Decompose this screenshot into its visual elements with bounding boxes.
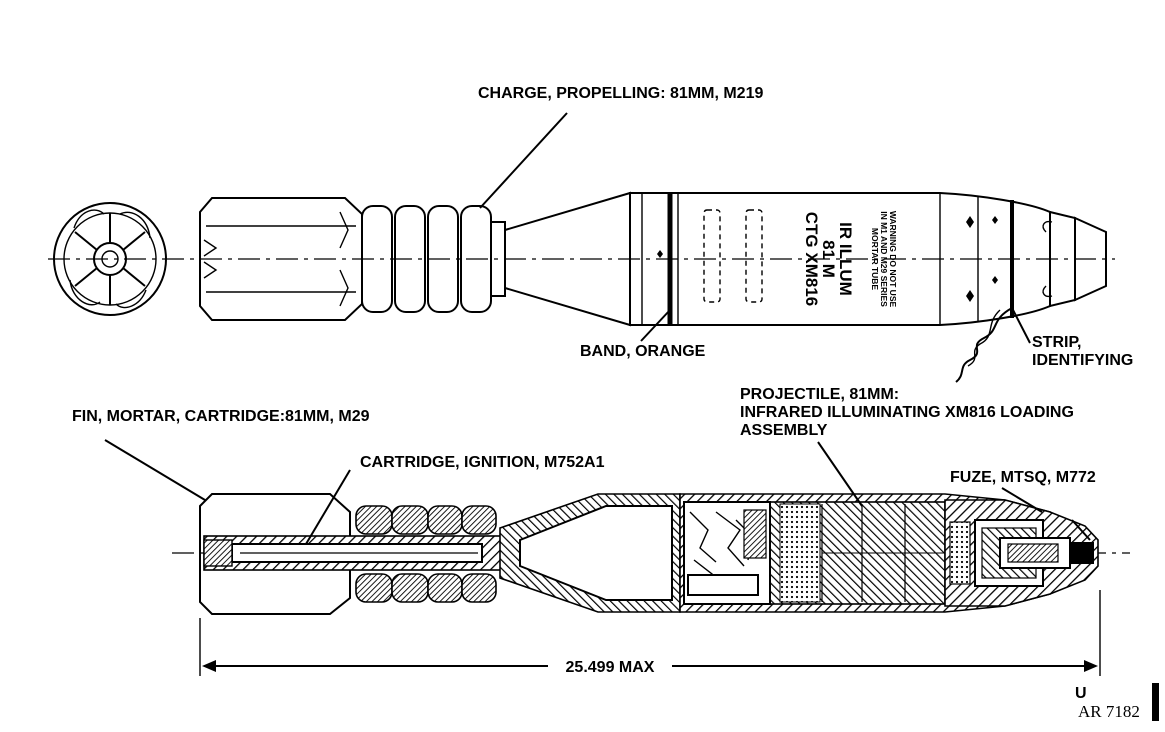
propelling-charges-top [361, 205, 506, 313]
label-band-orange: BAND, ORANGE [580, 343, 706, 360]
body-marking: IR ILLUM 81 M CTG XM816 [802, 212, 855, 306]
label-projectile-3: ASSEMBLY [740, 422, 828, 439]
top-view: IR ILLUM 81 M CTG XM816 WARNING DO NOT U… [48, 112, 1115, 383]
body-marking-line1: IR ILLUM [836, 222, 855, 296]
label-strip-1: STRIP, [1032, 334, 1082, 351]
leader-strip [955, 307, 1031, 383]
leader-u [1071, 519, 1091, 541]
label-strip-2: IDENTIFYING [1032, 352, 1133, 369]
warning-line3: MORTAR TUBE [870, 228, 880, 290]
leader-charge [479, 112, 568, 209]
warning-line1: WARNING DO NOT USE [888, 211, 898, 308]
fin-end-view [53, 202, 167, 316]
warning-line2: IN M1 AND M29 SERIES [879, 211, 889, 307]
change-bar [1152, 683, 1159, 721]
label-charge-propelling: CHARGE, PROPELLING: 81MM, M219 [478, 85, 763, 102]
leader-fin [104, 439, 206, 501]
cutaway-view [104, 439, 1130, 615]
leader-projectile [817, 441, 863, 507]
overall-length-dimension: 25.499 MAX [199, 590, 1101, 676]
leader-cartridge [305, 469, 351, 545]
u-marker: U [1075, 685, 1087, 702]
label-cartridge-ignition: CARTRIDGE, IGNITION, M752A1 [360, 454, 605, 471]
reference-code: AR 7182 [1078, 702, 1140, 721]
leader-band [640, 309, 671, 342]
fuze-top [1042, 210, 1107, 308]
label-fin-mortar: FIN, MORTAR, CARTRIDGE:81MM, M29 [72, 408, 370, 425]
label-projectile-1: PROJECTILE, 81MM: [740, 386, 899, 403]
warning-text: WARNING DO NOT USE IN M1 AND M29 SERIES … [870, 211, 898, 308]
body-marking-line3: CTG XM816 [802, 212, 821, 306]
dimension-label: 25.499 MAX [566, 659, 655, 676]
leader-fuze [1001, 487, 1043, 513]
body-marking-line2: 81 M [819, 240, 838, 278]
charge-segments-cutaway [355, 505, 497, 603]
label-fuze: FUZE, MTSQ, M772 [950, 469, 1096, 486]
fin-cutaway [199, 493, 351, 615]
label-projectile-2: INFRARED ILLUMINATING XM816 LOADING [740, 404, 1074, 421]
